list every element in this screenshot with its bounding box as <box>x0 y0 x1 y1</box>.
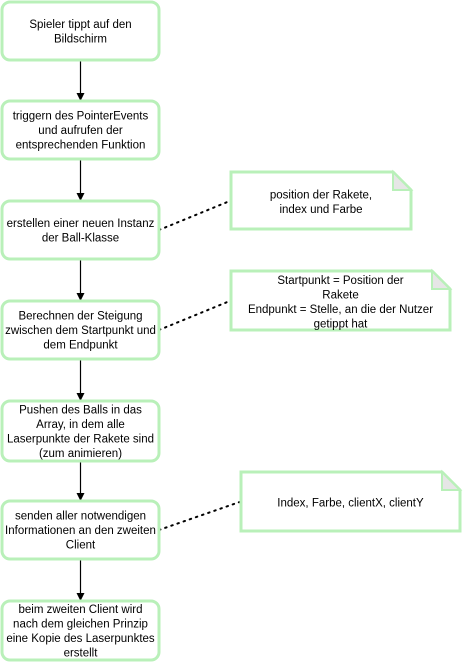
process-step-6-text-line-2: Informationen an den zweiten <box>5 525 156 537</box>
process-step-5-text-line-3: Laserpunkte der Rakete sind <box>7 433 154 445</box>
process-step-7-text-line-1: beim zweiten Client wird <box>19 604 143 616</box>
process-step-4-text-line-1: Berechnen der Steigung <box>18 311 142 323</box>
process-step-2-text-line-1: triggern des PointerEvents <box>13 111 149 123</box>
process-step-7-text-line-4: erstellt <box>64 647 99 659</box>
note-fold <box>431 268 453 290</box>
note-connector-3 <box>158 500 242 531</box>
note-shape <box>229 170 413 231</box>
process-step-7-text-line-3: eine Kopie des Laserpunktes <box>6 633 155 645</box>
note-connector-1 <box>158 199 232 231</box>
note-fold <box>441 469 463 491</box>
process-step-3-text-line-1: erstellen einer neuen Instanz <box>7 218 155 230</box>
annotation-note-2: Startpunkt = Position derRaketeEndpunkt … <box>229 268 453 332</box>
annotation-note-1-text-line-1: position der Rakete, <box>270 189 372 201</box>
process-step-6-text-line-1: senden aller notwendigen <box>15 511 146 523</box>
process-step-box <box>0 499 161 561</box>
process-step-box <box>0 399 161 463</box>
annotation-note-2-text-line-3: Endpunkt = Stelle, an die der Nutzer <box>248 304 433 316</box>
annotation-note-2-text-line-4: getippt hat <box>314 318 369 330</box>
process-step-1-text-line-2: Bildschirm <box>54 33 107 45</box>
annotation-note-3: Index, Farbe, clientX, clientY <box>239 469 463 533</box>
process-step-4-text-line-2: zwischen dem Startpunkt und <box>5 325 156 337</box>
process-step-box <box>0 199 161 261</box>
process-step-4-text-line-3: dem Endpunkt <box>43 340 118 352</box>
annotation-note-3-text-line-1: Index, Farbe, clientX, clientY <box>277 498 424 510</box>
annotation-note-2-text-line-2: Rakete <box>322 289 358 301</box>
process-step-2-text-line-2: und aufrufen der <box>38 125 123 137</box>
annotation-note-2-text-line-1: Startpunkt = Position der <box>277 275 403 287</box>
process-step-box <box>0 599 161 662</box>
process-step-5-text-line-4: (zum animieren) <box>39 448 122 460</box>
process-step-5-text-line-1: Pushen des Balls in das <box>19 404 142 416</box>
process-step-2: triggern des PointerEvents und aufrufen d… <box>0 99 161 161</box>
process-step-2-text-line-3: entsprechenden Funktion <box>16 140 146 152</box>
note-shape <box>229 269 452 332</box>
process-step-3: erstellen einer neuen Instanz der Ball-Kl… <box>0 199 161 261</box>
process-step-7-text-line-2: nach dem gleichen Prinzip <box>13 618 148 630</box>
annotation-note-1-text-line-2: index und Farbe <box>279 204 362 216</box>
process-step-7: beim zweiten Client wird nach dem gleiche… <box>0 599 161 662</box>
process-step-6-text-line-3: Client <box>66 540 96 552</box>
note-connector-2 <box>158 299 232 331</box>
process-step-box <box>0 99 161 161</box>
process-step-5-text-line-2: Array, in dem alle <box>36 419 125 431</box>
process-step-1-text-line-1: Spieler tippt auf den <box>29 19 131 31</box>
process-step-4: Berechnen der Steigung zwischen dem Start… <box>0 299 161 361</box>
process-step-box <box>0 299 161 361</box>
process-step-3-text-line-2: der Ball-Klasse <box>42 232 119 244</box>
annotation-note-1: position der Rakete, index und Farbe <box>229 169 414 231</box>
note-fold <box>392 169 414 191</box>
note-shape <box>239 470 462 533</box>
process-step-box <box>0 0 161 62</box>
